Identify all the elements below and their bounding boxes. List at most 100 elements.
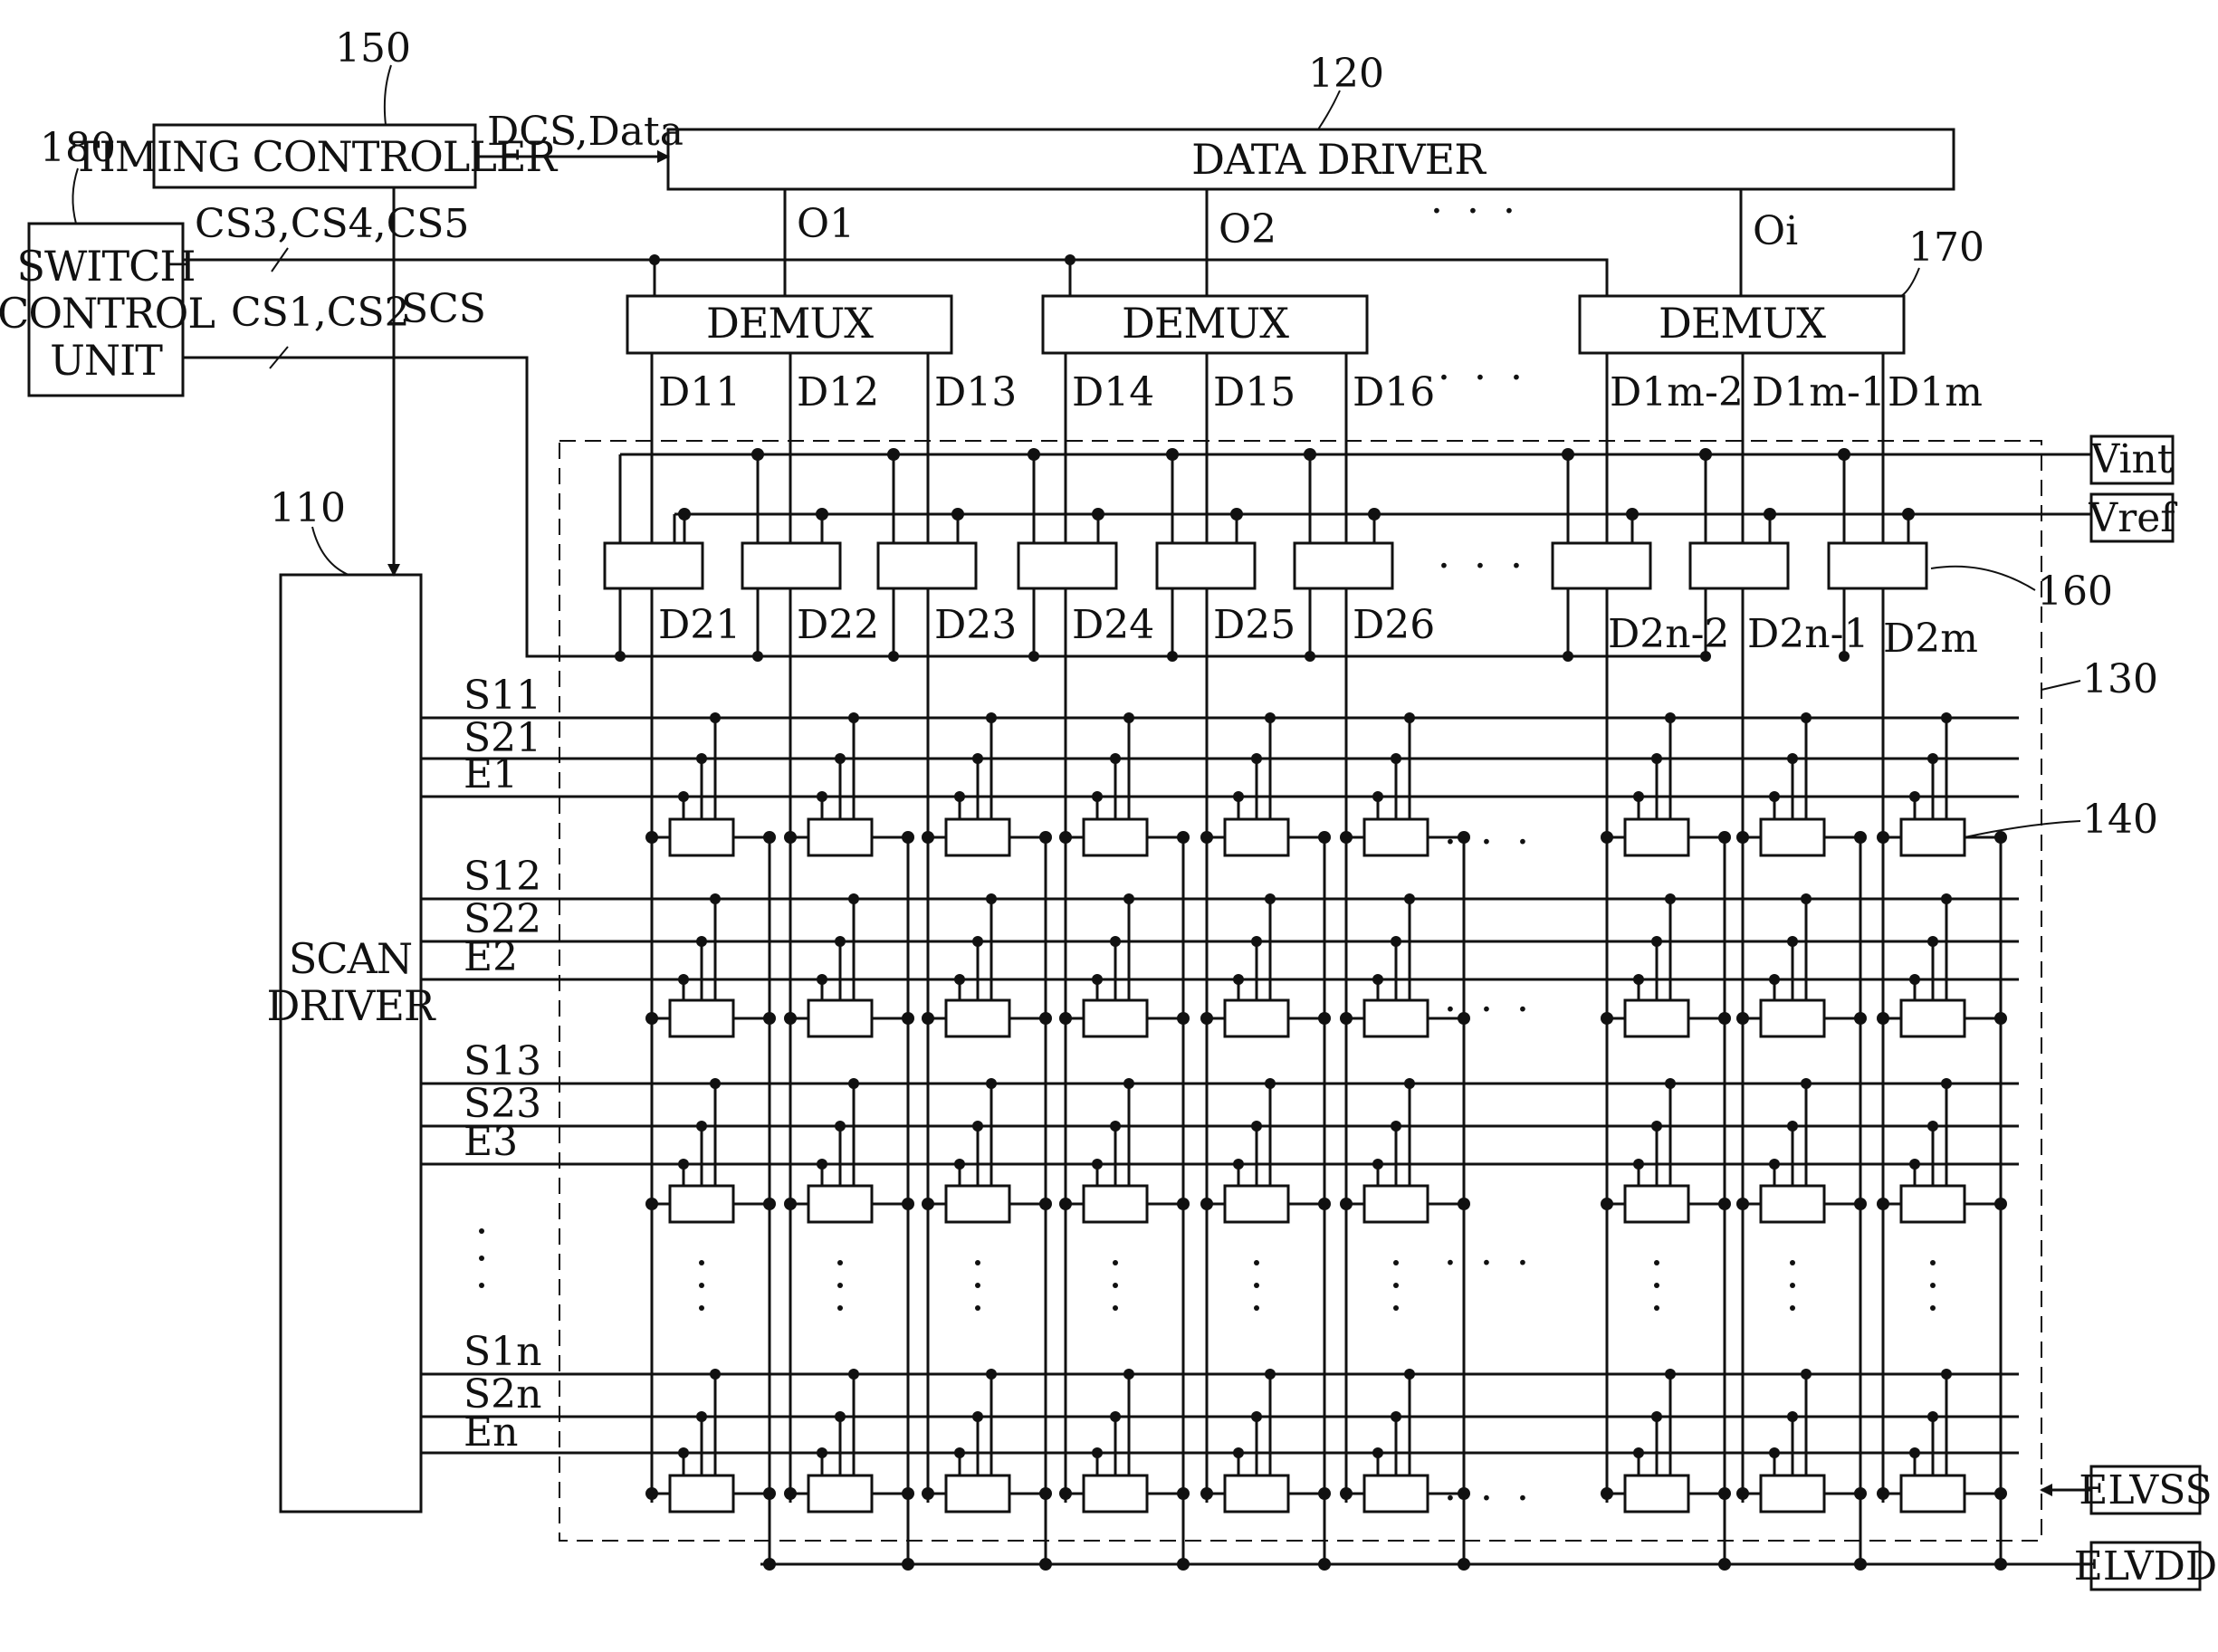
data-junction <box>922 831 934 844</box>
svg-text:D12: D12 <box>797 369 879 415</box>
continuation-dot <box>1393 1260 1399 1265</box>
signal-cs345: CS3,CS4,CS5 <box>195 201 469 247</box>
continuation-dot <box>1393 1305 1399 1311</box>
pixel-r2-c3 <box>946 1000 1009 1036</box>
data-driver-outputs: O1 O2 Oi · · · <box>785 188 1798 296</box>
switch-block-3 <box>878 543 976 588</box>
vint-junction <box>1838 448 1850 461</box>
junction-dot <box>1404 893 1415 904</box>
junction-dot <box>1927 936 1938 947</box>
data-junction <box>922 1198 934 1210</box>
continuation-dot <box>1790 1283 1795 1288</box>
junction-dot <box>678 791 689 802</box>
vref-junction <box>1626 508 1639 520</box>
continuation-dot <box>1254 1283 1259 1288</box>
vref-junction <box>951 508 964 520</box>
pixel-r4-c7 <box>1625 1475 1688 1512</box>
pixel-r2-c1 <box>670 1000 733 1036</box>
continuation-dot <box>1654 1283 1659 1288</box>
wiring-layer <box>421 353 2091 1571</box>
ref-pixel: 140 <box>2082 797 2158 843</box>
continuation-dot <box>837 1260 843 1265</box>
svg-text:CONTROL: CONTROL <box>0 289 215 338</box>
junction-dot <box>817 791 827 802</box>
vint-junction <box>1562 448 1574 461</box>
scan-line-labels: S11 S21 E1 S12 S22 E2 S13 S23 E3 S1n S2n… <box>464 673 541 1456</box>
pixel-r4-c9 <box>1901 1475 1965 1512</box>
column-ellipsis: · · · <box>1444 1240 1534 1286</box>
junction-dot <box>1665 1078 1676 1089</box>
junction-dot <box>1927 1411 1938 1422</box>
svg-text:· · ·: · · · <box>1430 188 1521 234</box>
junction-dot <box>835 1411 846 1422</box>
junction-dot <box>954 974 965 985</box>
continuation-dot <box>837 1283 843 1288</box>
pixel-r2-c9 <box>1901 1000 1965 1036</box>
svg-text:· · ·: · · · <box>1438 355 1528 401</box>
vint-junction <box>887 448 900 461</box>
junction-dot <box>848 1369 859 1380</box>
svg-text:ELVSS: ELVSS <box>2079 1467 2212 1514</box>
data-junction <box>784 831 797 844</box>
data-junction <box>1340 1198 1353 1210</box>
junction-dot <box>1391 753 1401 764</box>
pixel-r3-c6 <box>1364 1186 1428 1222</box>
data-junction <box>645 831 658 844</box>
junction-dot <box>1801 1078 1812 1089</box>
junction-dot <box>1927 1121 1938 1132</box>
data-junction <box>645 1198 658 1210</box>
junction-dot <box>1123 893 1134 904</box>
data-junction <box>1736 831 1749 844</box>
junction-dot <box>1651 753 1662 764</box>
data-junction <box>645 1012 658 1025</box>
junction-dot <box>1787 753 1798 764</box>
junction-dot <box>1651 936 1662 947</box>
ref-data-driver: 120 <box>1308 51 1384 97</box>
pixel-r4-c4 <box>1084 1475 1147 1512</box>
junction-dot <box>710 893 721 904</box>
junction-dot <box>1110 1411 1121 1422</box>
junction-dot <box>1787 936 1798 947</box>
power-vint: Vint <box>2089 436 2173 483</box>
continuation-dot <box>975 1305 980 1311</box>
junction-dot <box>1633 791 1644 802</box>
junction-dot <box>1801 1369 1812 1380</box>
ref-panel: 130 <box>2082 656 2158 702</box>
svg-text:D2n-2: D2n-2 <box>1608 611 1729 657</box>
junction-dot <box>954 791 965 802</box>
continuation-dot <box>479 1283 484 1288</box>
data-junction <box>1601 1487 1613 1500</box>
svg-text:D1m: D1m <box>1888 369 1983 415</box>
svg-text:D21: D21 <box>658 602 741 648</box>
junction-dot <box>1927 753 1938 764</box>
power-elvss: ELVSS <box>2079 1466 2212 1514</box>
cs12-junction <box>752 651 763 662</box>
junction-dot <box>1110 1121 1121 1132</box>
svg-text:E3: E3 <box>464 1119 518 1165</box>
junction-dot <box>1941 1078 1952 1089</box>
continuation-dot <box>1254 1305 1259 1311</box>
cs12-junction <box>888 651 899 662</box>
junction-dot <box>1110 936 1121 947</box>
pixel-r1-c9 <box>1901 819 1965 855</box>
vref-junction <box>1368 508 1381 520</box>
junction-dot <box>817 1159 827 1170</box>
junction-dot <box>1251 1121 1262 1132</box>
junction-dot <box>1251 753 1262 764</box>
data-junction <box>1736 1487 1749 1500</box>
pixel-r1-c5 <box>1225 819 1288 855</box>
data-junction <box>1059 831 1072 844</box>
junction-dot <box>1909 974 1920 985</box>
junction-dot <box>1665 712 1676 723</box>
svg-text:Vint: Vint <box>2089 436 2173 482</box>
svg-text:DATA DRIVER: DATA DRIVER <box>1191 135 1487 184</box>
continuation-dot <box>1654 1260 1659 1265</box>
svg-text:D23: D23 <box>934 602 1017 648</box>
junction-dot <box>1633 1447 1644 1458</box>
vint-junction <box>1304 448 1316 461</box>
column-ellipsis: · · · <box>1444 1475 1534 1522</box>
power-vref: Vref <box>2088 494 2177 541</box>
pixel-r3-c1 <box>670 1186 733 1222</box>
pixel-r2-c8 <box>1761 1000 1824 1036</box>
signal-cs12: CS1,CS2 <box>231 290 410 336</box>
